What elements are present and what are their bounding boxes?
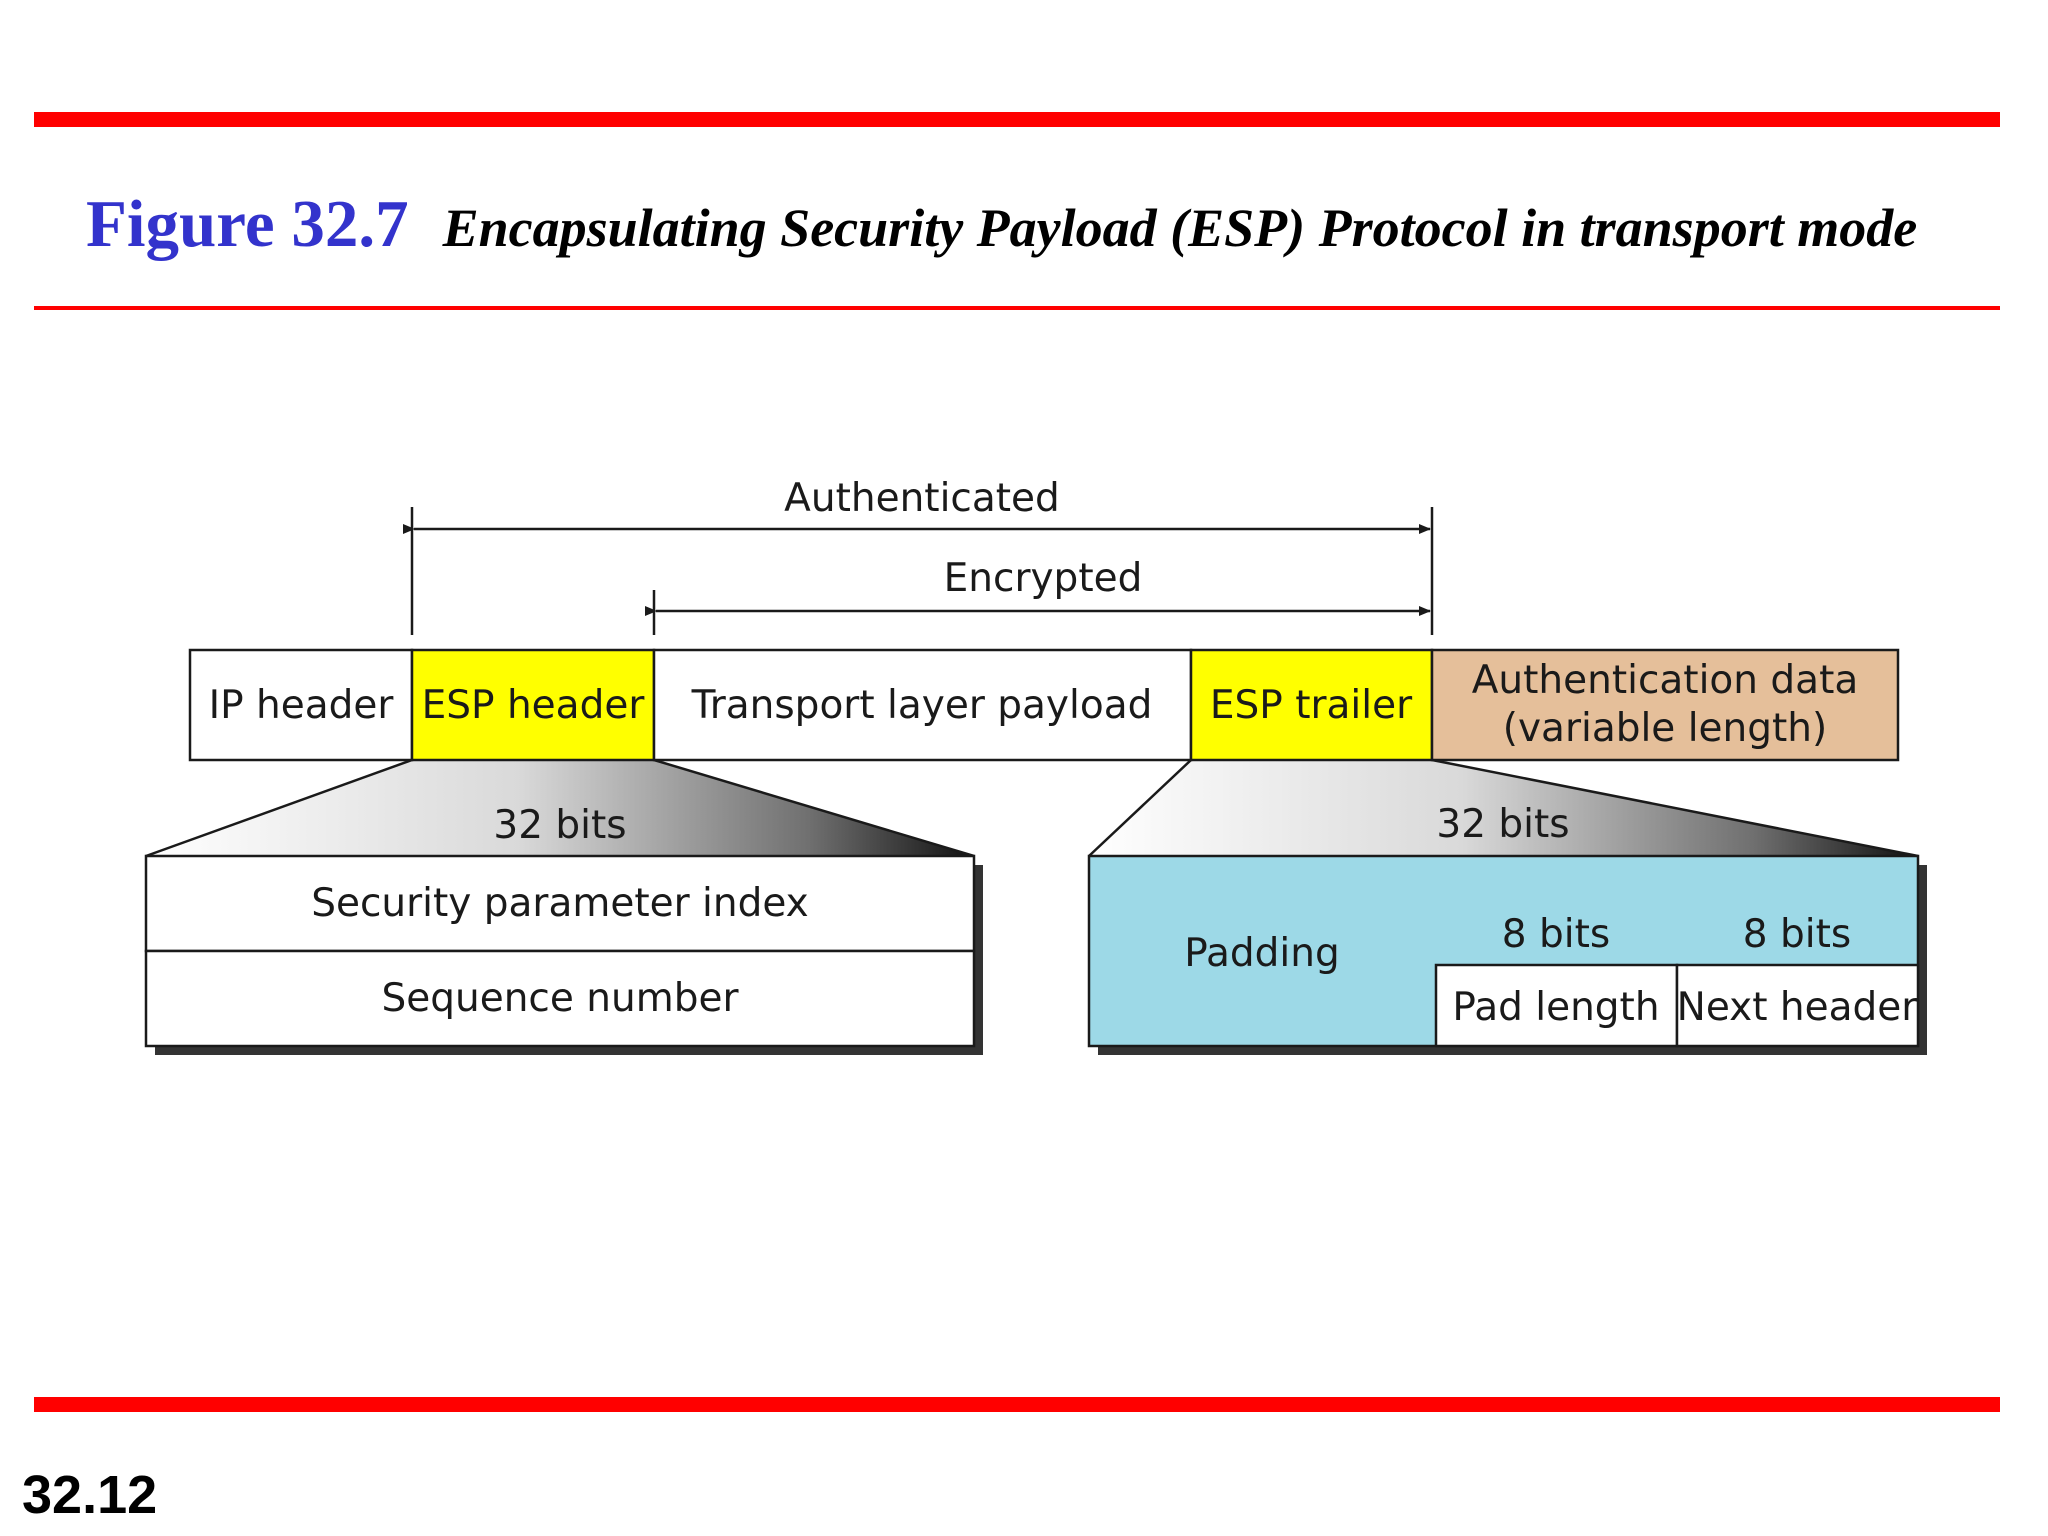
packet-row: IP header ESP header Transport layer pay… (188, 648, 1900, 762)
security-parameter-index-field (144, 854, 976, 953)
pad-length-width-label: 8 bits (1502, 912, 1610, 957)
esp-trailer-expansion-funnel (1089, 760, 1918, 856)
security-parameter-index-label: Security parameter index (311, 881, 809, 926)
esp-header-detail: Security parameter index Sequence number (144, 854, 983, 1055)
next-header-field (1675, 963, 1920, 1048)
page-number: 32.12 (22, 1465, 158, 1525)
authentication-data-field (1430, 648, 1900, 762)
authentication-data-label: Authentication data (1472, 658, 1859, 703)
padding-label: Padding (1184, 931, 1340, 976)
esp-header-expansion-funnel (146, 760, 974, 856)
esp-header-width-label: 32 bits (493, 803, 626, 848)
esp-trailer-width-label: 32 bits (1436, 802, 1569, 847)
sequence-number-field (144, 949, 976, 1048)
esp-header-label: ESP header (422, 683, 646, 728)
transport-payload-label: Transport layer payload (691, 683, 1153, 728)
transport-payload-field (652, 648, 1193, 762)
esp-trailer-field (1189, 648, 1434, 762)
title-underline-rule (34, 306, 2000, 310)
bottom-red-rule (34, 1397, 2000, 1412)
pad-length-field (1434, 963, 1679, 1048)
esp-trailer-label: ESP trailer (1210, 683, 1413, 728)
esp-trailer-detail: Padding 8 bits 8 bits Pad length Next he… (1087, 854, 1927, 1055)
authentication-data-sublabel: (variable length) (1503, 706, 1827, 751)
authenticated-range: Authenticated (403, 476, 1434, 635)
top-red-rule (34, 112, 2000, 127)
encrypted-range: Encrypted (645, 556, 1431, 635)
next-header-label: Next header (1677, 985, 1919, 1030)
slide-title: Figure 32.7 Encapsulating Security Payloa… (86, 186, 1917, 263)
encrypted-label: Encrypted (944, 556, 1143, 601)
sequence-number-label: Sequence number (382, 976, 740, 1021)
authenticated-label: Authenticated (784, 476, 1060, 521)
ip-header-field (188, 648, 414, 762)
figure-caption: Encapsulating Security Payload (ESP) Pro… (442, 198, 1918, 258)
next-header-width-label: 8 bits (1743, 912, 1851, 957)
figure-number: Figure 32.7 (86, 187, 409, 261)
ip-header-label: IP header (209, 683, 395, 728)
pad-length-label: Pad length (1452, 985, 1659, 1030)
